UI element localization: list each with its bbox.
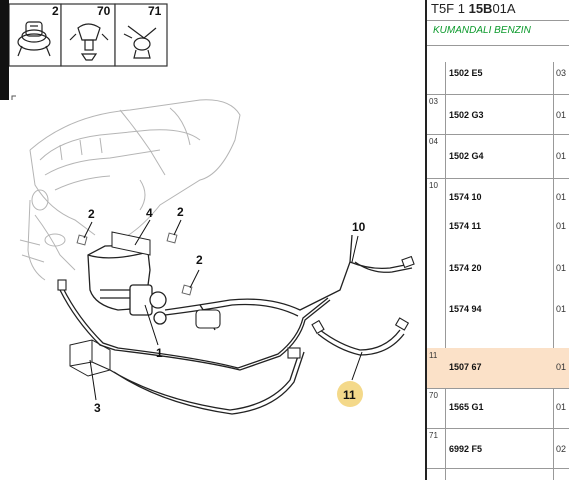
row-ref: 10 — [429, 181, 438, 190]
header-prefix: T5F 1 — [431, 1, 465, 16]
callout-2b: 2 — [177, 205, 184, 219]
marker-square — [166, 232, 178, 244]
thumb-label-2: 2 — [52, 4, 59, 18]
parts-diagram: 2 70 71 — [0, 0, 415, 415]
row-qty: 01 — [556, 304, 567, 314]
parts-panel: T5F 1 15B01A KUMANDALI BENZIN 1502 E5 03… — [427, 0, 569, 480]
marker-square — [181, 284, 193, 296]
callout-10: 10 — [352, 220, 366, 234]
part-row[interactable]: 70 1565 G1 01 — [427, 388, 569, 429]
panel-header: T5F 1 15B01A — [431, 0, 516, 18]
row-qty: 01 — [556, 362, 567, 372]
thumbnail-strip: 2 70 71 — [8, 3, 168, 67]
row-part-number[interactable]: 1574 10 — [449, 192, 482, 202]
row-qty: 01 — [556, 192, 567, 202]
header-suffix: 01A — [492, 1, 516, 16]
marker-square — [76, 234, 88, 246]
callout-2c: 2 — [196, 253, 203, 267]
row-ref: 04 — [429, 137, 438, 146]
row-part-number[interactable]: 1574 20 — [449, 263, 482, 273]
row-part-number[interactable]: 1574 94 — [449, 304, 482, 314]
grommet-icon — [17, 21, 51, 57]
row-qty: 02 — [556, 444, 567, 454]
thumb-label-71: 71 — [148, 4, 162, 18]
part-row-selected[interactable]: 11 1507 67 01 — [427, 348, 569, 389]
row-part-number[interactable]: 6992 F5 — [449, 444, 483, 454]
part-row[interactable]: 71 6992 F5 02 — [427, 428, 569, 469]
header-group: 15B — [468, 1, 493, 16]
column-divider — [553, 62, 554, 480]
row-part-number[interactable]: 1574 11 — [449, 221, 482, 231]
subtitle-bar: KUMANDALI BENZIN — [427, 20, 569, 46]
row-qty: 03 — [556, 68, 567, 78]
fuel-lines — [59, 234, 413, 415]
row-qty: 01 — [556, 402, 567, 412]
part-row[interactable]: 03 1502 G3 01 — [427, 94, 569, 135]
part-row[interactable]: 1502 E5 03 — [427, 62, 569, 95]
fuel-canister — [87, 245, 167, 325]
column-divider — [445, 62, 446, 480]
chassis-outline — [19, 99, 241, 281]
bracket — [69, 339, 111, 377]
row-qty: 01 — [556, 151, 567, 161]
hose-clip-icon — [123, 25, 157, 59]
left-edge-bar — [0, 0, 9, 100]
label-plate — [111, 231, 151, 256]
row-ref: 03 — [429, 97, 438, 106]
row-qty: 01 — [556, 263, 567, 273]
connector-icon — [57, 255, 415, 359]
thumb-label-70: 70 — [97, 4, 111, 18]
callout-4: 4 — [146, 206, 153, 220]
panel-subtitle: KUMANDALI BENZIN — [433, 25, 531, 36]
divider — [425, 0, 427, 480]
callout-11-badge[interactable]: 11 — [337, 381, 363, 407]
row-qty: 01 — [556, 110, 567, 120]
callout-2a: 2 — [88, 207, 95, 221]
row-part-number[interactable]: 1502 E5 — [449, 68, 483, 78]
part-row[interactable]: 04 1502 G4 01 — [427, 134, 569, 179]
row-qty: 01 — [556, 221, 567, 231]
row-ref: 71 — [429, 431, 438, 440]
part-row-group: 10 1574 10 01 1574 11 01 1574 20 01 1574… — [427, 178, 569, 349]
row-part-number[interactable]: 1502 G3 — [449, 110, 484, 120]
row-part-number[interactable]: 1502 G4 — [449, 151, 484, 161]
callout-3: 3 — [94, 401, 101, 415]
row-part-number[interactable]: 1507 67 — [449, 362, 482, 372]
row-ref: 11 — [429, 351, 438, 360]
callout-1: 1 — [156, 346, 163, 360]
row-part-number[interactable]: 1565 G1 — [449, 402, 484, 412]
callout-11: 11 — [343, 388, 356, 402]
clip-icon — [69, 23, 109, 61]
row-ref: 70 — [429, 391, 438, 400]
